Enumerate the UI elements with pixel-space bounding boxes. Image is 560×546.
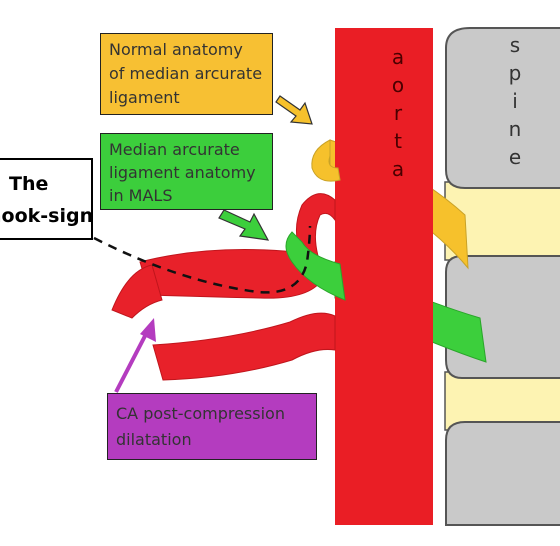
spine-letter: n [508,117,522,141]
spine-letter: e [508,145,522,169]
mals-ligament-front [285,231,346,301]
ca-dilatation-line: dilatation [116,430,192,449]
mals-arrow [218,209,270,241]
mals-anatomy-line: Median arcurate [109,140,240,159]
celiac-artery [111,193,336,381]
normal-anatomy-line: Normal anatomy [109,40,243,59]
spine [444,27,560,526]
aorta-label: a o r t a [383,45,413,185]
hook-sign-dashed-line [93,225,312,294]
normal-anatomy-label: Normal anatomy of median arcurate ligame… [100,33,273,115]
normal-ligament-front [311,139,341,182]
ca-dilatation-line: CA post-compression [116,404,285,423]
normal-anatomy-line: of median arcurate [109,64,263,83]
spine-disc [444,371,560,431]
vertebral-body [445,421,560,526]
hook-sign-label: The hook-sign [0,158,93,240]
mals-anatomy-line: in MALS [109,186,173,205]
spine-letter: p [508,61,522,85]
ca-left-branch [111,264,163,319]
ca-dilatation-label: CA post-compression dilatation [107,393,317,460]
mals-anatomy-line: ligament anatomy [109,163,256,182]
normal-anatomy-arrow [275,95,313,125]
aorta-letter: r [393,101,403,125]
spine-label: s p i n e [500,33,530,173]
ca-lower-branch [152,312,336,381]
aorta-letter: a [391,157,405,181]
normal-anatomy-line: ligament [109,88,180,107]
aorta-letter: o [391,73,405,97]
aorta [335,28,433,525]
hook-sign-line: hook-sign [0,205,94,227]
hook-sign-line: The [9,173,49,195]
aorta-letter: a [391,45,405,69]
vertebral-body [445,27,560,189]
spine-letter: i [512,89,518,113]
spine-letter: s [509,33,521,57]
mals-anatomy-label: Median arcurate ligament anatomy in MALS [100,133,273,210]
ca-dilatation-arrow [114,318,156,393]
aorta-letter: t [394,129,402,153]
